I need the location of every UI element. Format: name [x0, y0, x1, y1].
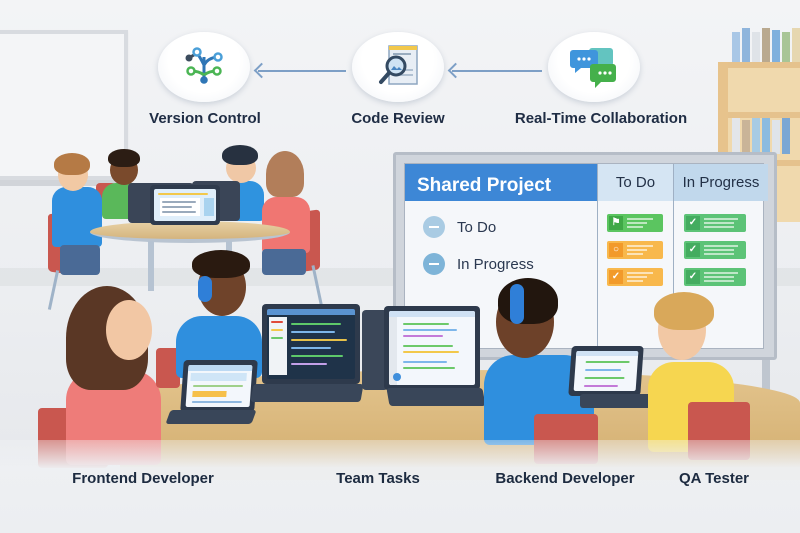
magnifier-document-icon — [379, 45, 418, 85]
legend-to-do: To Do — [423, 216, 496, 238]
version-control-node — [158, 32, 250, 102]
bottom-fade — [0, 440, 800, 533]
code-review-label: Code Review — [351, 110, 445, 127]
role-label-frontend-developer: Frontend Developer — [72, 470, 214, 487]
flag-icon: ⚑ — [609, 216, 623, 230]
headphones-icon — [510, 284, 524, 324]
check-icon: ✓ — [686, 270, 700, 284]
arrow-left-icon — [258, 70, 346, 72]
minus-circle-icon — [423, 253, 445, 275]
column-header-to-do: To Do — [597, 164, 673, 201]
branch-icon — [185, 47, 223, 84]
todo-card[interactable]: ✓ — [607, 268, 663, 286]
in-progress-card[interactable]: ✓ — [684, 268, 746, 286]
check-icon: ✓ — [609, 270, 623, 284]
legend-label: In Progress — [457, 255, 534, 273]
todo-card[interactable]: ○ — [607, 241, 663, 259]
todo-card[interactable]: ⚑ — [607, 214, 663, 232]
column-header-in-progress: In Progress — [673, 164, 768, 201]
real-time-collaboration-label: Real-Time Collaboration — [514, 110, 688, 127]
role-label-backend-developer: Backend Developer — [495, 470, 635, 487]
headphones-icon — [198, 276, 212, 302]
minus-circle-icon — [423, 216, 445, 238]
role-label-qa-tester: QA Tester — [678, 470, 750, 487]
board-title: Shared Project — [405, 164, 597, 201]
in-progress-card[interactable]: ✓ — [684, 214, 746, 232]
version-control-label: Version Control — [149, 110, 261, 127]
real-time-collaboration-node — [548, 32, 640, 102]
bookshelf — [718, 28, 800, 222]
circle-icon: ○ — [609, 243, 623, 257]
chat-bubbles-icon — [570, 48, 616, 88]
in-progress-card[interactable]: ✓ — [684, 241, 746, 259]
check-icon: ✓ — [686, 216, 700, 230]
role-label-team-tasks: Team Tasks — [336, 470, 420, 487]
code-review-node — [352, 32, 444, 102]
check-icon: ✓ — [686, 243, 700, 257]
back-group-kids — [40, 145, 330, 310]
legend-in-progress: In Progress — [423, 253, 534, 275]
shared-monitor — [150, 185, 220, 225]
arrow-left-icon — [452, 70, 542, 72]
legend-label: To Do — [457, 218, 497, 236]
